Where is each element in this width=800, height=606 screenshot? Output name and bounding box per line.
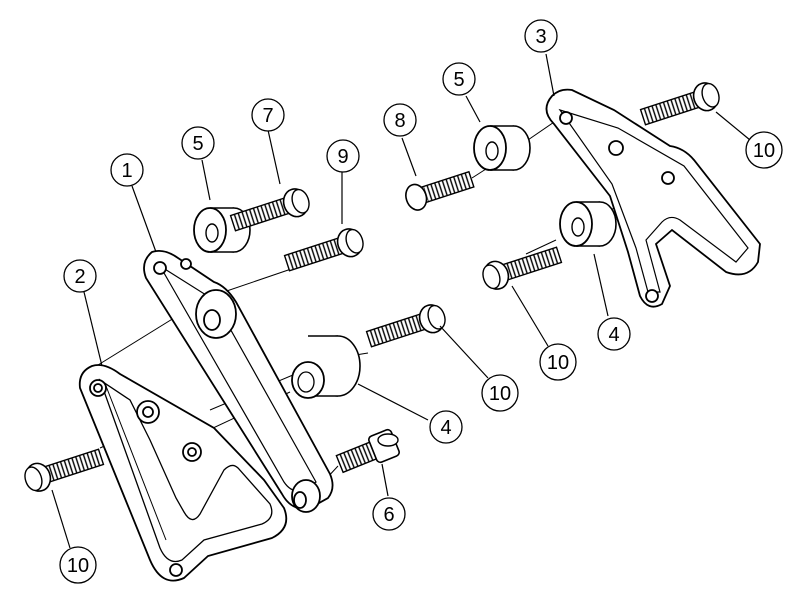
svg-text:4: 4 xyxy=(608,324,619,346)
callout-5-left: 5 xyxy=(181,126,215,160)
svg-text:8: 8 xyxy=(394,110,405,132)
callout-8: 8 xyxy=(383,103,417,137)
svg-text:4: 4 xyxy=(440,417,451,439)
screw-part-10-c xyxy=(478,240,565,294)
callout-2: 2 xyxy=(63,259,97,293)
callout-4-right: 4 xyxy=(597,317,631,351)
spacer-part-4-right xyxy=(559,201,617,247)
link-part-1 xyxy=(143,249,334,513)
screw-part-10-b xyxy=(637,78,724,132)
spacer-part-5-right xyxy=(473,125,531,171)
callout-10-bottom-left: 10 xyxy=(59,546,97,584)
screw-part-10-a xyxy=(363,300,450,354)
svg-text:5: 5 xyxy=(453,69,464,91)
svg-text:10: 10 xyxy=(67,555,89,577)
leader-lines xyxy=(51,53,751,549)
callout-7: 7 xyxy=(251,98,285,132)
screw-part-9 xyxy=(281,224,368,278)
svg-text:2: 2 xyxy=(74,266,85,288)
svg-text:6: 6 xyxy=(383,504,394,526)
svg-text:10: 10 xyxy=(753,140,775,162)
svg-text:7: 7 xyxy=(262,105,273,127)
svg-text:3: 3 xyxy=(535,26,546,48)
svg-text:1: 1 xyxy=(121,160,132,182)
callout-10-middle: 10 xyxy=(481,374,519,412)
screw-part-8 xyxy=(405,170,475,211)
callout-6: 6 xyxy=(372,497,406,531)
bracket-part-3 xyxy=(545,88,761,308)
callout-10-right: 10 xyxy=(539,343,577,381)
bracket-part-2 xyxy=(78,364,288,582)
callout-3: 3 xyxy=(524,19,558,53)
svg-text:10: 10 xyxy=(489,383,511,405)
callout-1: 1 xyxy=(110,153,144,187)
screw-part-10-d xyxy=(20,442,107,496)
svg-text:10: 10 xyxy=(547,352,569,374)
spacer-part-4-left xyxy=(291,335,361,399)
callout-10-top-right: 10 xyxy=(745,131,783,169)
callout-5-right: 5 xyxy=(442,62,476,96)
callout-4-left: 4 xyxy=(429,410,463,444)
screw-part-6 xyxy=(335,428,400,474)
svg-text:5: 5 xyxy=(192,133,203,155)
svg-text:9: 9 xyxy=(337,146,348,168)
callout-9: 9 xyxy=(326,139,360,173)
